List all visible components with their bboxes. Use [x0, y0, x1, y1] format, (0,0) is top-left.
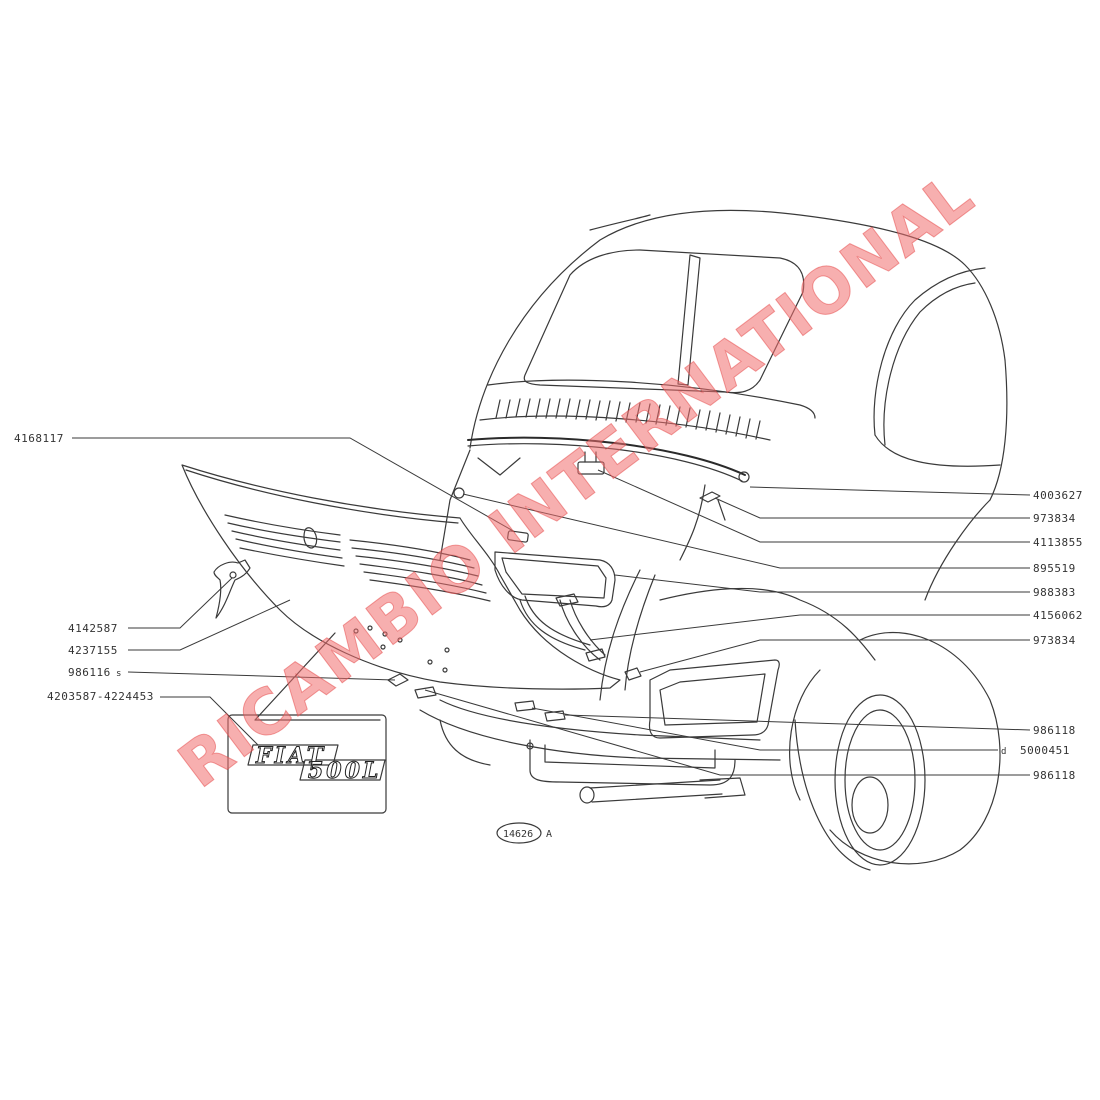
- part-label-988383: 988383: [1033, 586, 1076, 599]
- part-label-5000451-prefix: d: [1001, 747, 1006, 757]
- part-label-4003627: 4003627: [1033, 489, 1083, 502]
- car-body-drawing: [414, 209, 1008, 871]
- part-label-986118-a: 986118: [1033, 724, 1076, 737]
- part-label-4113855: 4113855: [1033, 536, 1083, 549]
- engine-lid-drawing: [181, 464, 621, 690]
- part-label-986116: 986116: [68, 666, 111, 679]
- roof-vent-louvres: [495, 398, 761, 440]
- part-label-986116-suffix: s: [116, 669, 121, 679]
- watermark: RICAMBIO INTERNATIONAL: [165, 157, 987, 802]
- part-label-973834-b: 973834: [1033, 634, 1076, 647]
- part-label-4168117: 4168117: [14, 432, 64, 445]
- badge-inset: FIAT 500L: [227, 632, 387, 814]
- part-label-986118-b: 986118: [1033, 769, 1076, 782]
- badge-line2: 500L: [308, 758, 381, 784]
- labels-left: 4168117 4142587 4237155 986116 s 4203587…: [14, 432, 154, 703]
- part-label-5000451: 5000451: [1020, 744, 1070, 757]
- lid-holes: [353, 625, 450, 673]
- part-label-895519: 895519: [1033, 562, 1076, 575]
- part-label-4203587-4224453: 4203587-4224453: [47, 690, 154, 703]
- lid-handle-4142587: [213, 559, 251, 619]
- lid-louvres: [224, 514, 491, 602]
- part-label-4142587: 4142587: [68, 622, 118, 635]
- reference-number-value: 14626: [503, 829, 533, 840]
- labels-right: 4003627 973834 4113855 895519 988383 415…: [1001, 489, 1083, 782]
- leader-lines: [72, 437, 1031, 776]
- part-label-4156062: 4156062: [1033, 609, 1083, 622]
- part-label-4237155: 4237155: [68, 644, 118, 657]
- reference-number: 14626 A: [496, 822, 552, 844]
- badge-fiat-500l: FIAT 500L: [247, 743, 386, 785]
- badge-line1: FIAT: [255, 743, 326, 769]
- part-label-973834-a: 973834: [1033, 512, 1076, 525]
- reference-number-suffix: A: [546, 829, 552, 840]
